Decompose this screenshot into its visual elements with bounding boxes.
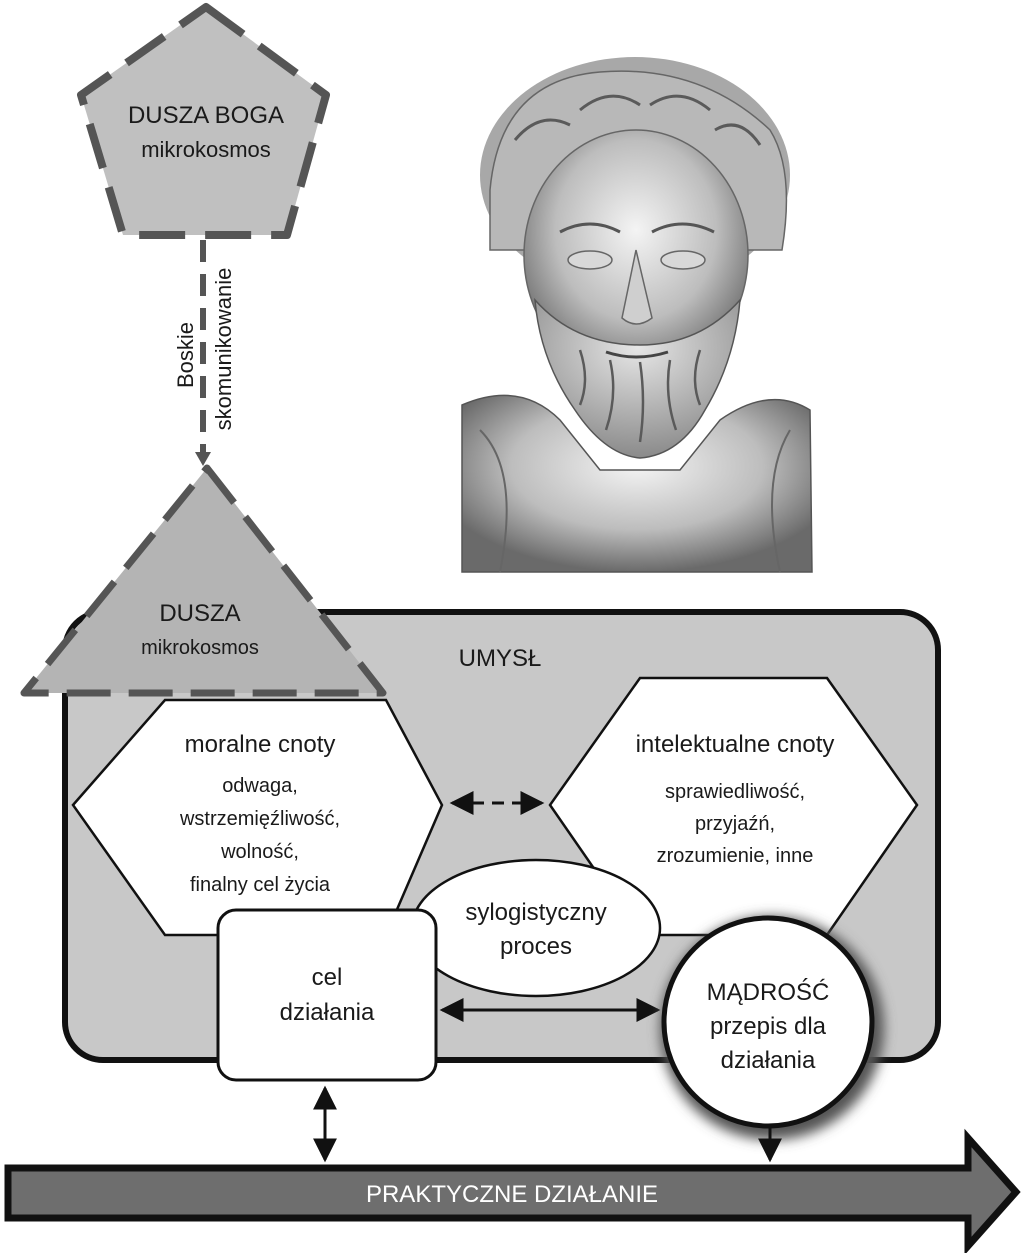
syllogistic-label-1: sylogistyczny [465, 899, 606, 926]
intellectual-virtue-item: zrozumienie, inne [657, 845, 814, 867]
moral-virtues-title: moralne cnoty [185, 731, 336, 758]
god-soul-pentagon [77, 3, 330, 239]
syllogistic-process-ellipse [410, 858, 662, 998]
god-soul-title: DUSZA BOGA [128, 102, 284, 129]
mind-title: UMYSŁ [459, 645, 542, 672]
moral-virtue-item: odwaga, [222, 775, 298, 797]
moral-virtue-item: wolność, [220, 841, 299, 863]
syllogistic-label-2: proces [500, 933, 572, 960]
action-goal-label-2: działania [280, 999, 375, 1026]
action-goal-box [216, 908, 438, 1082]
god-soul-subtitle: mikrokosmos [141, 137, 271, 162]
divine-link-label-2: skomunikowanie [211, 268, 236, 431]
intellectual-virtue-item: przyjaźń, [695, 813, 775, 835]
soul-title: DUSZA [159, 600, 240, 627]
moral-virtue-item: finalny cel życia [190, 874, 331, 896]
wisdom-label-2: przepis dla [710, 1013, 827, 1040]
practical-action-bar [4, 1128, 1021, 1253]
wisdom-label-3: działania [721, 1047, 816, 1074]
wisdom-label-1: MĄDROŚĆ [707, 978, 830, 1006]
practical-action-label: PRAKTYCZNE DZIAŁANIE [366, 1181, 658, 1208]
divine-link-arrowhead [195, 452, 211, 466]
intellectual-virtues-title: intelektualne cnoty [636, 731, 835, 758]
moral-virtue-item: wstrzemięźliwość, [179, 808, 340, 830]
soul-triangle [20, 464, 387, 697]
soul-subtitle: mikrokosmos [141, 637, 259, 659]
wisdom-circle [661, 915, 875, 1129]
aristotle-bust-image [461, 57, 813, 573]
action-goal-label-1: cel [312, 964, 343, 991]
divine-link-label-1: Boskie [173, 322, 198, 388]
intellectual-virtue-item: sprawiedliwość, [665, 781, 805, 803]
